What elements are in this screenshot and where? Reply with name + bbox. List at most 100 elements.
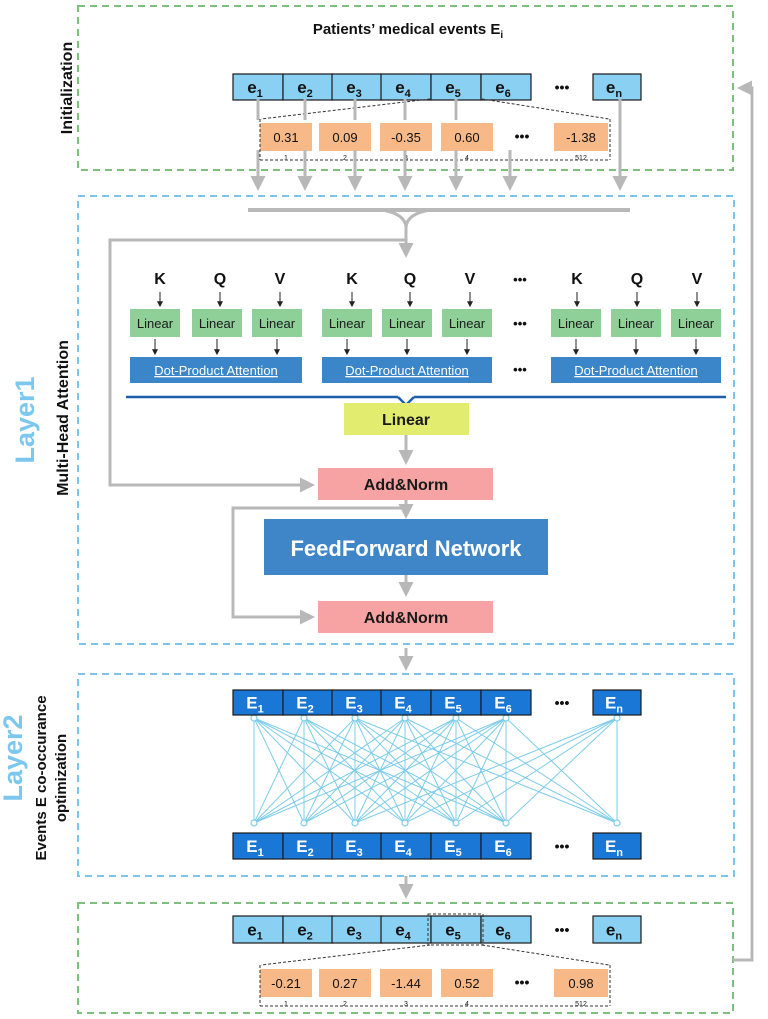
linear-box (611, 309, 661, 337)
linear-label: Linear (259, 316, 296, 331)
layer2-bottom-token-label: E1 (246, 837, 263, 859)
output-token-label: e3 (346, 921, 362, 943)
output-token-6: e6 (480, 915, 532, 944)
layer2-bottom-token-label: E5 (444, 837, 461, 859)
output-embedding-cell-index: 512 (575, 1001, 587, 1008)
linear-box (382, 309, 432, 337)
co-occurrence-edge (404, 717, 618, 824)
embedding-cell-index: 512 (575, 155, 587, 162)
input-token-4: e4 (380, 73, 432, 101)
top-node (300, 714, 308, 722)
output-embedding-cell-4: 0.52 4 (441, 969, 493, 1008)
layer2-top-token-label: E3 (345, 694, 362, 716)
output-embedding-cell-value: -1.44 (391, 976, 421, 991)
input-token-1: e1 (232, 73, 284, 101)
embedding-cell-value: 0.60 (454, 130, 479, 145)
layer2-bottom-token-1: E1 (232, 832, 284, 860)
layer2-top-token-label: E5 (444, 694, 461, 716)
layer2-bottom-token-5: E5 (430, 832, 482, 860)
kqv-letter: V (465, 271, 476, 288)
kqv-letter: K (571, 271, 583, 288)
output-embedding-cell-1: -0.211 (260, 969, 312, 1008)
kqv-letter: Q (631, 271, 643, 288)
input-token-6: e6 (480, 73, 532, 101)
top-node (401, 714, 409, 722)
linear-box (442, 309, 492, 337)
linear-box (192, 309, 242, 337)
linear-label: Linear (329, 316, 366, 331)
co-occurrence-edge (253, 717, 305, 824)
output-embedding-cell-index: 1 (284, 1001, 288, 1008)
co-occurrence-label: Events E co-occurance (33, 695, 50, 860)
output-embedding-cell-value: 0.52 (454, 976, 479, 991)
linear-box (130, 309, 180, 337)
kqv-letter: V (692, 271, 703, 288)
layer2-bottom-token-label: E3 (345, 837, 362, 859)
embedding-cell-value: 0.31 (273, 130, 298, 145)
output-token-ellipsis: ••• (555, 922, 570, 938)
dot-product-attention-label: Dot-Product Attention (345, 363, 469, 378)
zoom-guides-output (259, 913, 611, 1007)
input-token-label: e5 (445, 78, 461, 100)
output-token-5: e5 (430, 915, 482, 944)
top-node (452, 714, 460, 722)
input-token-label: e3 (346, 78, 362, 100)
input-token-label: e6 (495, 78, 511, 100)
output-frame (77, 902, 734, 1014)
feedforward-network-box (264, 519, 548, 575)
heads-ellipsis: ••• (513, 362, 527, 377)
output-embedding-cell-index: 3 (404, 1001, 408, 1008)
layer2-top-token-6: E6 (480, 689, 532, 716)
layer2-top-token-label: E4 (394, 694, 412, 716)
linear-label: Linear (199, 316, 236, 331)
kqv-letter: K (154, 271, 166, 288)
embedding-cell-1: 0.31 1 (260, 123, 312, 162)
layer2-top-token-label: E2 (296, 694, 313, 716)
layer2-top-token-label: E1 (246, 694, 263, 716)
linear-label: Linear (389, 316, 426, 331)
layer2-top-token-3: E3 (331, 689, 383, 716)
heads-ellipsis: ••• (513, 272, 527, 287)
linear-box (671, 309, 721, 337)
kqv-letter: Q (214, 271, 226, 288)
co-occurrence-edge (253, 717, 406, 824)
embedding-cell-index: 4 (465, 155, 469, 162)
embedding-cell-index: 1 (284, 155, 288, 162)
layer2-bottom-token-last: En (592, 832, 642, 860)
layer2-bottom-token-6: E6 (480, 832, 532, 860)
top-node (613, 714, 621, 722)
layer2-bottom-token-label: E4 (394, 837, 412, 859)
layer2-bottom-token-4: E4 (380, 832, 432, 860)
add-norm-label-2: Add&Norm (364, 610, 448, 627)
flow-arrows (108, 80, 754, 962)
layer2-top-token-4: E4 (380, 689, 432, 716)
linear-label: Linear (449, 316, 486, 331)
layer2-bottom-token-label: E6 (494, 837, 511, 859)
co-occurrence-edge (455, 717, 507, 824)
output-embedding-cell-index: 4 (465, 1001, 469, 1008)
output-token-3: e3 (331, 915, 383, 944)
bottom-node (613, 819, 621, 827)
layer2-bottom-token-3: E3 (331, 832, 383, 860)
output-token-4: e4 (380, 915, 432, 944)
output-embedding-cell-ellipsis: ••• (515, 974, 530, 990)
dot-product-attention-label: Dot-Product Attention (574, 363, 698, 378)
output-token-label: e2 (297, 921, 313, 943)
dot-product-attention-box (322, 357, 492, 383)
input-token-label: e4 (395, 78, 411, 100)
multi-head-attention-label: Multi-Head Attention (55, 340, 72, 496)
add-norm-box-1 (318, 468, 493, 500)
embedding-cell-ellipsis: ••• (515, 128, 530, 144)
linear-label: Linear (137, 316, 174, 331)
feedforward-network-label: FeedForward Network (290, 536, 522, 561)
embedding-cell-2: 0.092 (319, 123, 371, 162)
input-token-label: e2 (297, 78, 313, 100)
layer2-top-token-label: En (605, 694, 623, 716)
top-node (351, 714, 359, 722)
